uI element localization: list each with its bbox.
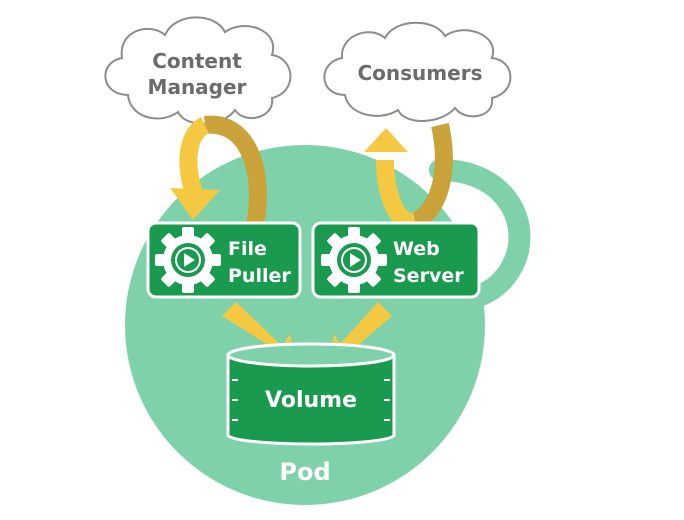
web-server-line2: Server: [393, 265, 464, 287]
consumers-cloud: Consumers: [323, 21, 512, 122]
gear-play-icon: [321, 227, 387, 293]
consumers-label: Consumers: [358, 61, 483, 85]
content-manager-cloud: Content Manager: [104, 16, 292, 125]
web-server-container: Web Server: [311, 221, 481, 299]
content-manager-line1: Content: [152, 49, 242, 73]
file-puller-container: File Puller: [146, 221, 302, 299]
volume-label: Volume: [265, 388, 357, 413]
gear-play-icon: [155, 227, 221, 293]
file-puller-line2: Puller: [228, 265, 291, 287]
content-manager-to-file-puller-arrow: [170, 115, 267, 227]
volume: Volume: [226, 342, 396, 446]
pod-label: Pod: [279, 458, 330, 486]
content-manager-line2: Manager: [148, 75, 247, 99]
file-puller-line1: File: [228, 238, 267, 260]
web-server-line1: Web: [393, 238, 440, 260]
